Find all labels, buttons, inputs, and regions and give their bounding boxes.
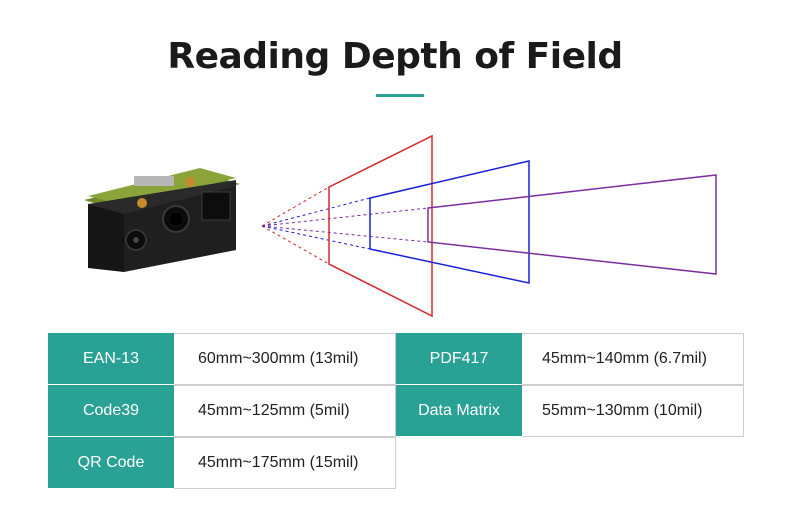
spec-row-ean13: EAN-13 60mm~300mm (13mil) <box>48 333 396 385</box>
spec-code: Data Matrix <box>396 385 522 437</box>
page-title: Reading Depth of Field <box>167 36 623 77</box>
focal-frame-mid <box>369 160 530 284</box>
spec-code: EAN-13 <box>48 333 174 385</box>
spec-row-qrcode: QR Code 45mm~175mm (15mil) <box>48 437 396 489</box>
spec-row-datamatrix: Data Matrix 55mm~130mm (10mil) <box>396 385 744 437</box>
focal-frame-near <box>328 134 433 318</box>
spec-range: 55mm~130mm (10mil) <box>522 385 744 437</box>
spec-range: 60mm~300mm (13mil) <box>174 333 396 385</box>
reading-field-illustration <box>84 134 717 318</box>
scan-rays <box>261 186 429 265</box>
spec-row-pdf417: PDF417 45mm~140mm (6.7mil) <box>396 333 744 385</box>
spec-range: 45mm~140mm (6.7mil) <box>522 333 744 385</box>
focal-frame-far <box>427 174 717 275</box>
title-underline <box>376 94 424 97</box>
spec-range: 45mm~175mm (15mil) <box>174 437 396 489</box>
spec-code: PDF417 <box>396 333 522 385</box>
spec-code: QR Code <box>48 437 174 489</box>
scanner-module <box>84 168 240 272</box>
spec-row-code39: Code39 45mm~125mm (5mil) <box>48 385 396 437</box>
spec-code: Code39 <box>48 385 174 437</box>
spec-range: 45mm~125mm (5mil) <box>174 385 396 437</box>
